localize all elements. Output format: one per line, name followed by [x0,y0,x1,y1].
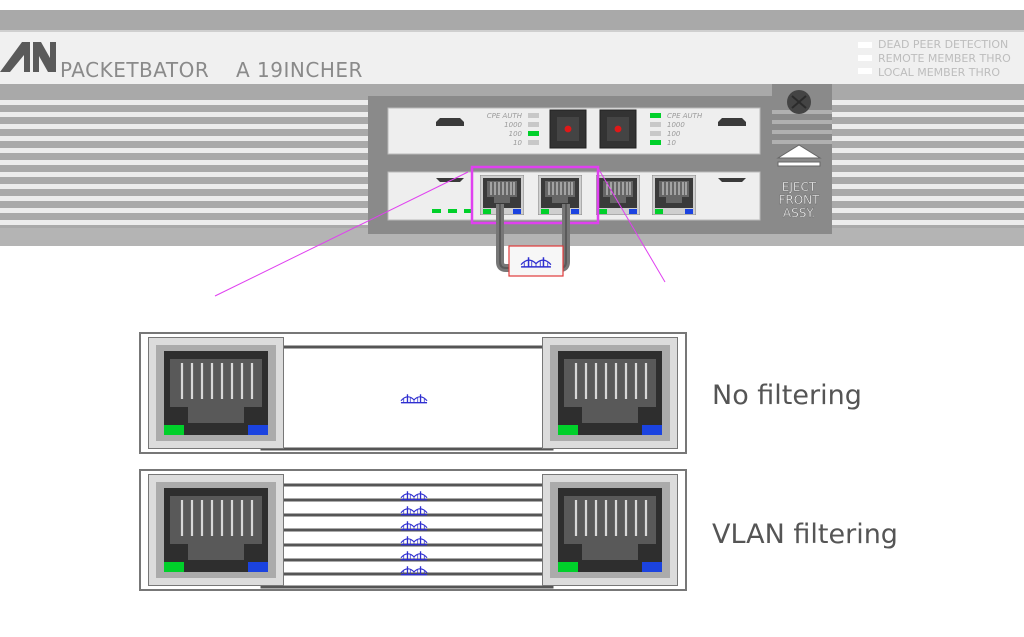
eject-handle[interactable]: EJECT FRONT ASSY. [772,84,832,232]
led-group-left: CPE AUTH 1000 100 10 [487,112,539,147]
rj45-port-4[interactable] [652,175,696,215]
led-indicator [650,140,661,145]
led-indicator [528,122,539,127]
led-label-cpe-auth-right: CPE AUTH [667,112,703,120]
status-panel: DEAD PEER DETECTION REMOTE MEMBER THRO L… [858,38,1011,79]
led-indicator [650,122,661,127]
mode-label-no-filtering: No filtering [712,380,862,411]
lower-card-leds [432,209,473,213]
eject-arrow-icon [776,144,822,159]
rj45-port-2[interactable] [538,175,582,215]
vent-right [832,100,1024,225]
led-label-10-left: 10 [513,139,522,147]
brand-logo [0,42,56,72]
bridge-highlight-box [508,245,564,277]
led-label-1000-left: 1000 [504,121,522,129]
led-indicator [650,113,661,118]
led-label-cpe-auth-left: CPE AUTH [487,112,523,120]
led-indicator [528,113,539,118]
led-label-1000-right: 1000 [667,121,685,129]
rj45-port-3[interactable] [596,175,640,215]
status-led [858,68,872,74]
led-indicator [528,140,539,145]
status-label-local-member: LOCAL MEMBER THRO [878,66,1000,79]
detail-no-filtering [139,332,687,454]
led-group-right: CPE AUTH 1000 100 10 [650,112,703,147]
eject-label-3: ASSY. [783,206,815,220]
led-label-10-right: 10 [667,139,676,147]
sfp-cage-1[interactable] [549,109,587,149]
detail-vlan-filtering [139,469,687,591]
status-led [858,55,872,61]
eject-label-2: FRONT [779,193,821,207]
mode-label-vlan-filtering: VLAN filtering [712,519,898,550]
eject-label-1: EJECT [782,180,817,194]
rj45-jack-right [542,337,678,449]
status-label-dead-peer: DEAD PEER DETECTION [878,38,1008,51]
sfp-cage-2[interactable] [599,109,637,149]
callout-line-right [597,167,666,283]
led-indicator [528,131,539,136]
rj45-jack-left [148,474,284,586]
sfp-red-led [614,125,622,133]
callout-line-left [214,171,469,297]
status-label-remote-member: REMOTE MEMBER THRO [878,52,1011,65]
sfp-red-led [564,125,572,133]
led-label-100-left: 100 [509,130,523,138]
vent-left [0,100,370,225]
rj45-jack-left [148,337,284,449]
brand-name: PACKETBATOR [60,58,209,82]
rj45-jack-right [542,474,678,586]
status-led [858,42,872,48]
led-label-100-right: 100 [667,130,681,138]
led-indicator [650,131,661,136]
brand-model: A 19INCHER [236,58,363,82]
port-highlight-box [470,165,600,225]
